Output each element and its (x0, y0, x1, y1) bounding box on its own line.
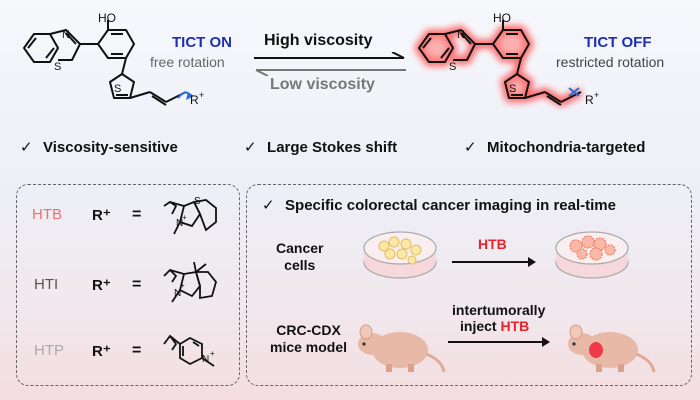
inject-label-line2: inject HTB (460, 318, 529, 335)
probes-box (16, 184, 240, 386)
petri-dish-before (363, 231, 437, 279)
inject-arrow (448, 337, 550, 347)
restricted-rotation-label: restricted rotation (556, 54, 665, 70)
mouse-after (568, 324, 656, 373)
nitrogen-label-glow: N (457, 29, 465, 41)
check-icon: ✓ (20, 139, 33, 156)
probe-hti-name: HTI (34, 276, 59, 293)
free-rotation-label: free rotation (150, 54, 225, 70)
r-group-label-glow: R (585, 93, 594, 107)
mice-model-line2: mice model (270, 339, 348, 355)
high-viscosity-label: High viscosity (264, 32, 373, 49)
feature-stokes-text: Large Stokes shift (267, 139, 398, 156)
petri-dish-after (555, 231, 629, 279)
inject-label-line1: intertumorally (452, 302, 546, 318)
cancer-cells-label: Cancer cells (276, 240, 323, 274)
hydroxyl-label: HO (98, 11, 116, 25)
imaging-panel-title: ✓ Specific colorectal cancer imaging in … (262, 196, 616, 215)
cells-probe-label: HTB (478, 236, 507, 252)
thiophene-sulfur-label-glow: S (509, 83, 516, 95)
htb-charge: + (182, 213, 187, 222)
cells-arrow (452, 257, 536, 267)
htp-nitrogen: N (202, 354, 209, 365)
probe-htp-name: HTP (34, 342, 64, 359)
mice-model-label: CRC-CDX mice model (270, 322, 347, 356)
indolium-structure: N + (163, 261, 217, 303)
tict-on-label: TICT ON (172, 34, 232, 51)
inject-word: inject (460, 318, 497, 334)
probe-htb-r: R⁺ (92, 207, 111, 224)
r-group-label: R (190, 93, 199, 107)
hti-charge: + (180, 281, 185, 290)
cancer-cells-line1: Cancer (276, 240, 324, 256)
low-viscosity-label: Low viscosity (270, 76, 375, 93)
probe-htb-name: HTB (32, 206, 62, 223)
r-charge-glow: + (594, 90, 599, 100)
inject-probe: HTB (500, 318, 530, 334)
equilibrium-arrows (254, 52, 406, 76)
mice-model-line1: CRC-CDX (276, 322, 341, 338)
htb-sulfur: S (194, 196, 201, 207)
check-icon: ✓ (262, 197, 275, 214)
probe-htp-eq: = (132, 342, 142, 359)
nitrogen-label: N (62, 29, 70, 41)
hti-nitrogen: N (174, 288, 181, 299)
benzothiazolium-structure: S N + (163, 196, 217, 235)
probe-htb-eq: = (132, 206, 142, 223)
mouse-before (358, 324, 446, 373)
feature-viscosity-text: Viscosity-sensitive (43, 139, 178, 156)
probe-hti-eq: = (132, 276, 142, 293)
pyridinium-structure: N + (163, 334, 215, 367)
feature-stokes: ✓ Large Stokes shift (244, 138, 397, 157)
molecule-free-rotation: HO N S S R + (23, 11, 204, 107)
imaging-panel-title-text: Specific colorectal cancer imaging in re… (285, 197, 616, 214)
htp-charge: + (210, 349, 215, 358)
check-icon: ✓ (244, 139, 257, 156)
r-charge: + (199, 90, 204, 100)
sulfur-label: S (54, 61, 61, 73)
tumor-glow (589, 342, 603, 358)
imaging-panel (246, 184, 692, 386)
molecule-restricted-rotation: HO N S S R + (414, 11, 599, 107)
htb-nitrogen: N (176, 218, 183, 229)
feature-mito: ✓ Mitochondria-targeted (464, 138, 645, 157)
hydroxyl-label-glow: HO (493, 11, 511, 25)
thiophene-sulfur-label: S (114, 83, 121, 95)
probe-hti-r: R⁺ (92, 277, 111, 294)
feature-viscosity: ✓ Viscosity-sensitive (20, 138, 178, 157)
tict-off-label: TICT OFF (584, 34, 652, 51)
check-icon: ✓ (464, 139, 477, 156)
probe-htp-r: R⁺ (92, 343, 111, 360)
cancer-cells-line2: cells (284, 257, 316, 273)
feature-mito-text: Mitochondria-targeted (487, 139, 646, 156)
sulfur-label-glow: S (449, 61, 456, 73)
